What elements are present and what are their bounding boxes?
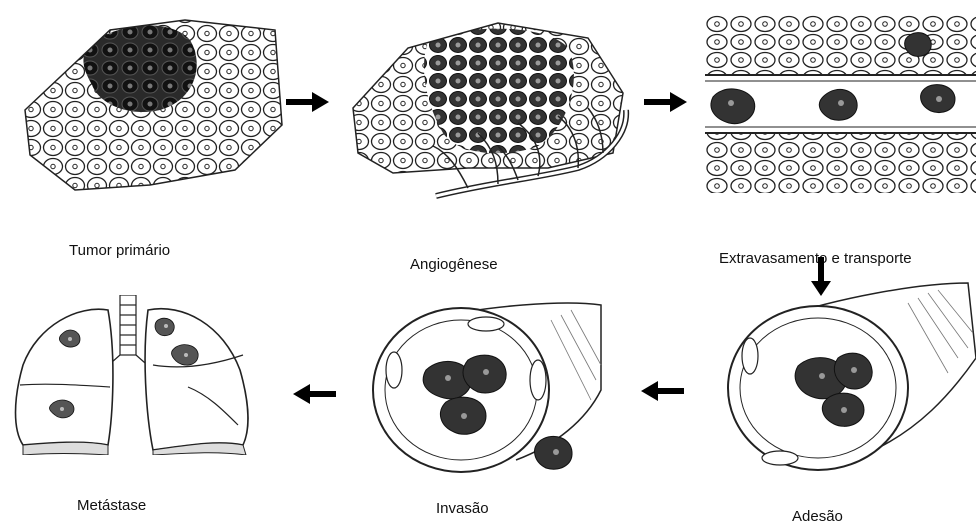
panel-primary-tumor [20, 5, 290, 200]
invasion-illustration [366, 300, 606, 485]
panel-angiogenesis [348, 18, 638, 203]
stage-label-angiogenesis: Angiogênese [410, 256, 498, 273]
stage-label-adhesion: Adesão [792, 508, 843, 525]
panel-invasion [366, 300, 606, 485]
stage-label-metastasis: Metástase [77, 497, 146, 514]
arrow-left-icon [640, 380, 684, 402]
panel-metastasis [8, 295, 253, 455]
arrow-left-icon [292, 383, 336, 405]
arrow-right-icon [286, 91, 330, 113]
stage-label-primary-tumor: Tumor primário [69, 242, 170, 259]
angiogenesis-illustration [348, 18, 638, 203]
panel-adhesion [718, 278, 976, 478]
panel-extravasation [705, 15, 976, 195]
extravasation-illustration [705, 15, 976, 195]
metastasis-lungs-illustration [8, 295, 253, 455]
stage-label-invasion: Invasão [436, 500, 489, 517]
primary-tumor-illustration [20, 5, 290, 200]
arrow-right-icon [644, 91, 688, 113]
adhesion-illustration [718, 278, 976, 478]
